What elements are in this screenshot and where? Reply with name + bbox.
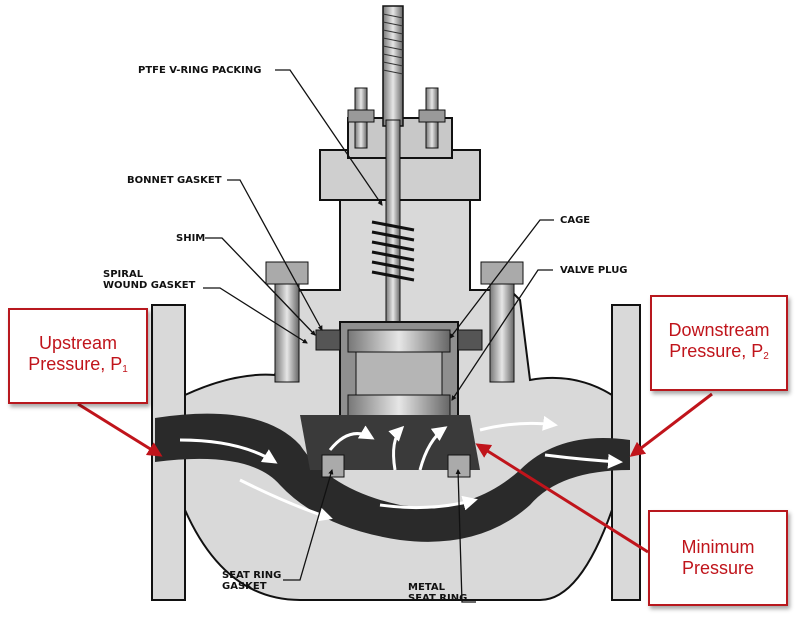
- label-valve-plug: VALVE PLUG: [560, 265, 628, 276]
- packing-spring: [371, 220, 415, 282]
- callout-upstream-subscript: 1: [122, 363, 128, 375]
- label-cage: CAGE: [560, 215, 591, 226]
- label-spiral-wound-gasket: SPIRAL WOUND GASKET: [103, 269, 195, 291]
- callout-minimum-pressure: Minimum Pressure: [648, 510, 788, 606]
- callout-downstream-pressure: Downstream Pressure, P2: [650, 295, 788, 391]
- callout-downstream-subscript: 2: [763, 350, 769, 362]
- label-bonnet-gasket: BONNET GASKET: [127, 175, 222, 186]
- label-seat-ring-line2: GASKET: [222, 581, 267, 592]
- flow-arrows: [179, 415, 623, 522]
- label-metal-seat-ring: METAL SEAT RING: [408, 582, 467, 604]
- label-spiral-line1: SPIRAL: [103, 269, 144, 280]
- label-metal-line2: SEAT RING: [408, 593, 468, 604]
- callout-minimum-line2: Pressure: [681, 558, 755, 578]
- studs-and-nuts: [265, 87, 524, 383]
- label-spiral-line2: WOUND GASKET: [103, 280, 196, 291]
- callout-upstream-line2: Pressure, P1: [28, 353, 128, 375]
- label-seat-ring-line1: SEAT RING: [222, 570, 282, 581]
- label-ptfe-v-ring-packing: PTFE V-RING PACKING: [138, 65, 262, 76]
- callout-minimum-line1: Minimum: [681, 537, 755, 557]
- label-metal-line1: METAL: [408, 582, 445, 593]
- label-seat-ring-gasket: SEAT RING GASKET: [222, 570, 281, 592]
- label-shim: SHIM: [176, 233, 206, 244]
- valve-stem: [382, 5, 404, 331]
- callout-pointers: [77, 392, 713, 554]
- callout-upstream-pressure: Upstream Pressure, P1: [8, 308, 148, 404]
- part-leader-lines: [203, 69, 554, 603]
- callout-downstream-line1: Downstream: [668, 319, 770, 340]
- callout-upstream-line1: Upstream: [38, 332, 118, 353]
- callout-downstream-line2: Pressure, P2: [669, 340, 769, 362]
